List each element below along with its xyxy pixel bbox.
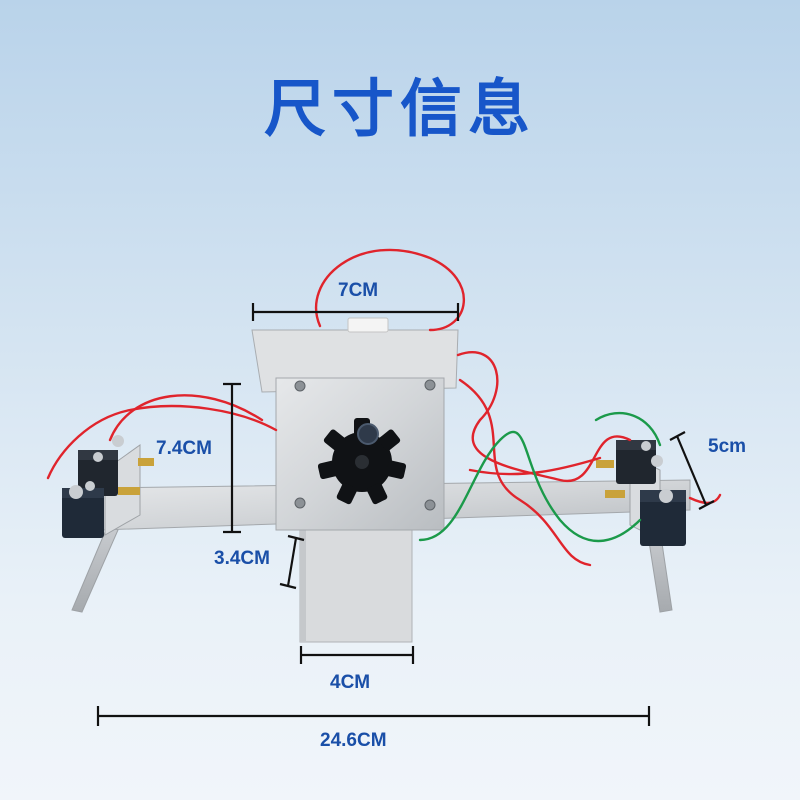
left-switch-upper bbox=[78, 435, 124, 496]
left-switch-lower bbox=[62, 481, 104, 538]
dimension-label-top-width: 7CM bbox=[338, 280, 379, 301]
sprocket-gear bbox=[317, 418, 407, 505]
left-leg bbox=[71, 524, 119, 613]
red-wires bbox=[46, 248, 722, 567]
dimension-label-total-width: 24.6CM bbox=[320, 730, 387, 751]
dimension-label-body-height: 7.4CM bbox=[156, 438, 212, 459]
green-wires bbox=[418, 411, 662, 543]
right-switch-upper bbox=[616, 440, 663, 484]
right-switch-lower bbox=[640, 489, 686, 546]
top-connector bbox=[347, 317, 389, 333]
page-title: 尺寸信息 bbox=[263, 72, 536, 145]
left-brass-screws bbox=[118, 458, 154, 495]
lower-box bbox=[299, 519, 413, 643]
dimension-lines bbox=[96, 303, 715, 726]
housing-top bbox=[251, 329, 459, 393]
dimension-label-lower-height: 3.4CM bbox=[214, 548, 270, 569]
housing-screws bbox=[294, 379, 436, 511]
right-brass-screws bbox=[596, 460, 625, 498]
dimension-label-side-block: 5cm bbox=[708, 436, 747, 457]
dimension-label-lower-width: 4CM bbox=[330, 672, 371, 693]
